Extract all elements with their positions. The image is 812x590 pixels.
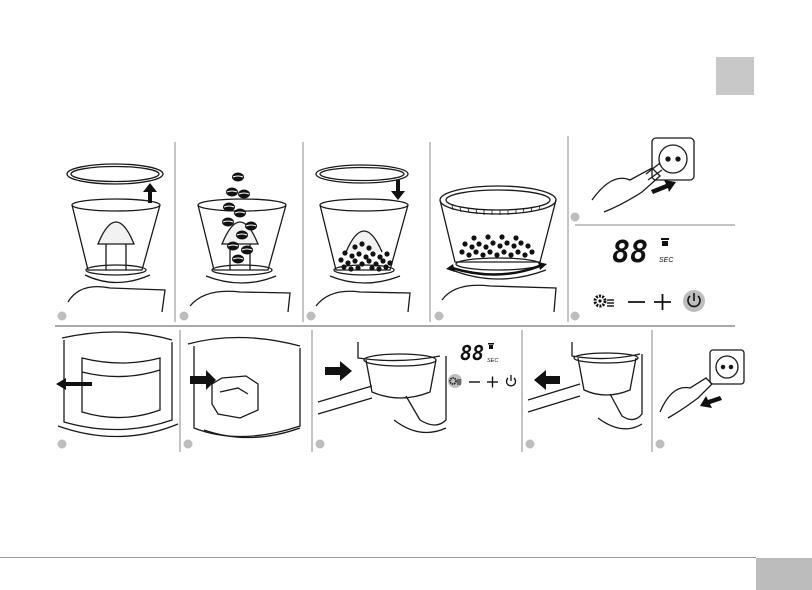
gear-menu-icon[interactable] bbox=[595, 296, 614, 306]
step5-plug-in bbox=[592, 138, 694, 212]
cup-icon-large bbox=[661, 238, 669, 246]
step-markers-bottom bbox=[58, 440, 665, 449]
plug-in-icon bbox=[651, 180, 676, 194]
unplug-icon bbox=[700, 396, 722, 408]
step10-unplug bbox=[660, 350, 744, 418]
plus-button[interactable] bbox=[654, 294, 671, 310]
cup-icon-small bbox=[488, 343, 494, 349]
sec-label-large: SEC bbox=[659, 257, 674, 264]
timer-display-large: 88 bbox=[612, 235, 648, 270]
step7-insert-holder bbox=[188, 337, 300, 437]
bean-pile-4 bbox=[459, 234, 534, 257]
step8-insert-portafilter bbox=[318, 342, 446, 433]
gear-menu-icon-small[interactable] bbox=[448, 374, 462, 388]
arrow-down-icon bbox=[391, 180, 405, 200]
sec-label-small: SEC bbox=[487, 358, 498, 364]
power-button[interactable] bbox=[683, 290, 705, 312]
arrow-left-icon bbox=[534, 370, 560, 390]
panel-dividers-top bbox=[175, 136, 735, 322]
falling-beans bbox=[222, 173, 257, 264]
plus-button-small[interactable] bbox=[487, 377, 498, 388]
panel-dividers-bottom bbox=[180, 330, 652, 452]
arrow-right-icon bbox=[325, 361, 352, 381]
power-button-small[interactable] bbox=[507, 375, 516, 386]
arrow-left-icon bbox=[56, 378, 92, 390]
step4-adjust-grind bbox=[440, 186, 556, 312]
timer-display-small: 88 bbox=[460, 341, 484, 365]
step3-close-lid bbox=[316, 165, 410, 312]
